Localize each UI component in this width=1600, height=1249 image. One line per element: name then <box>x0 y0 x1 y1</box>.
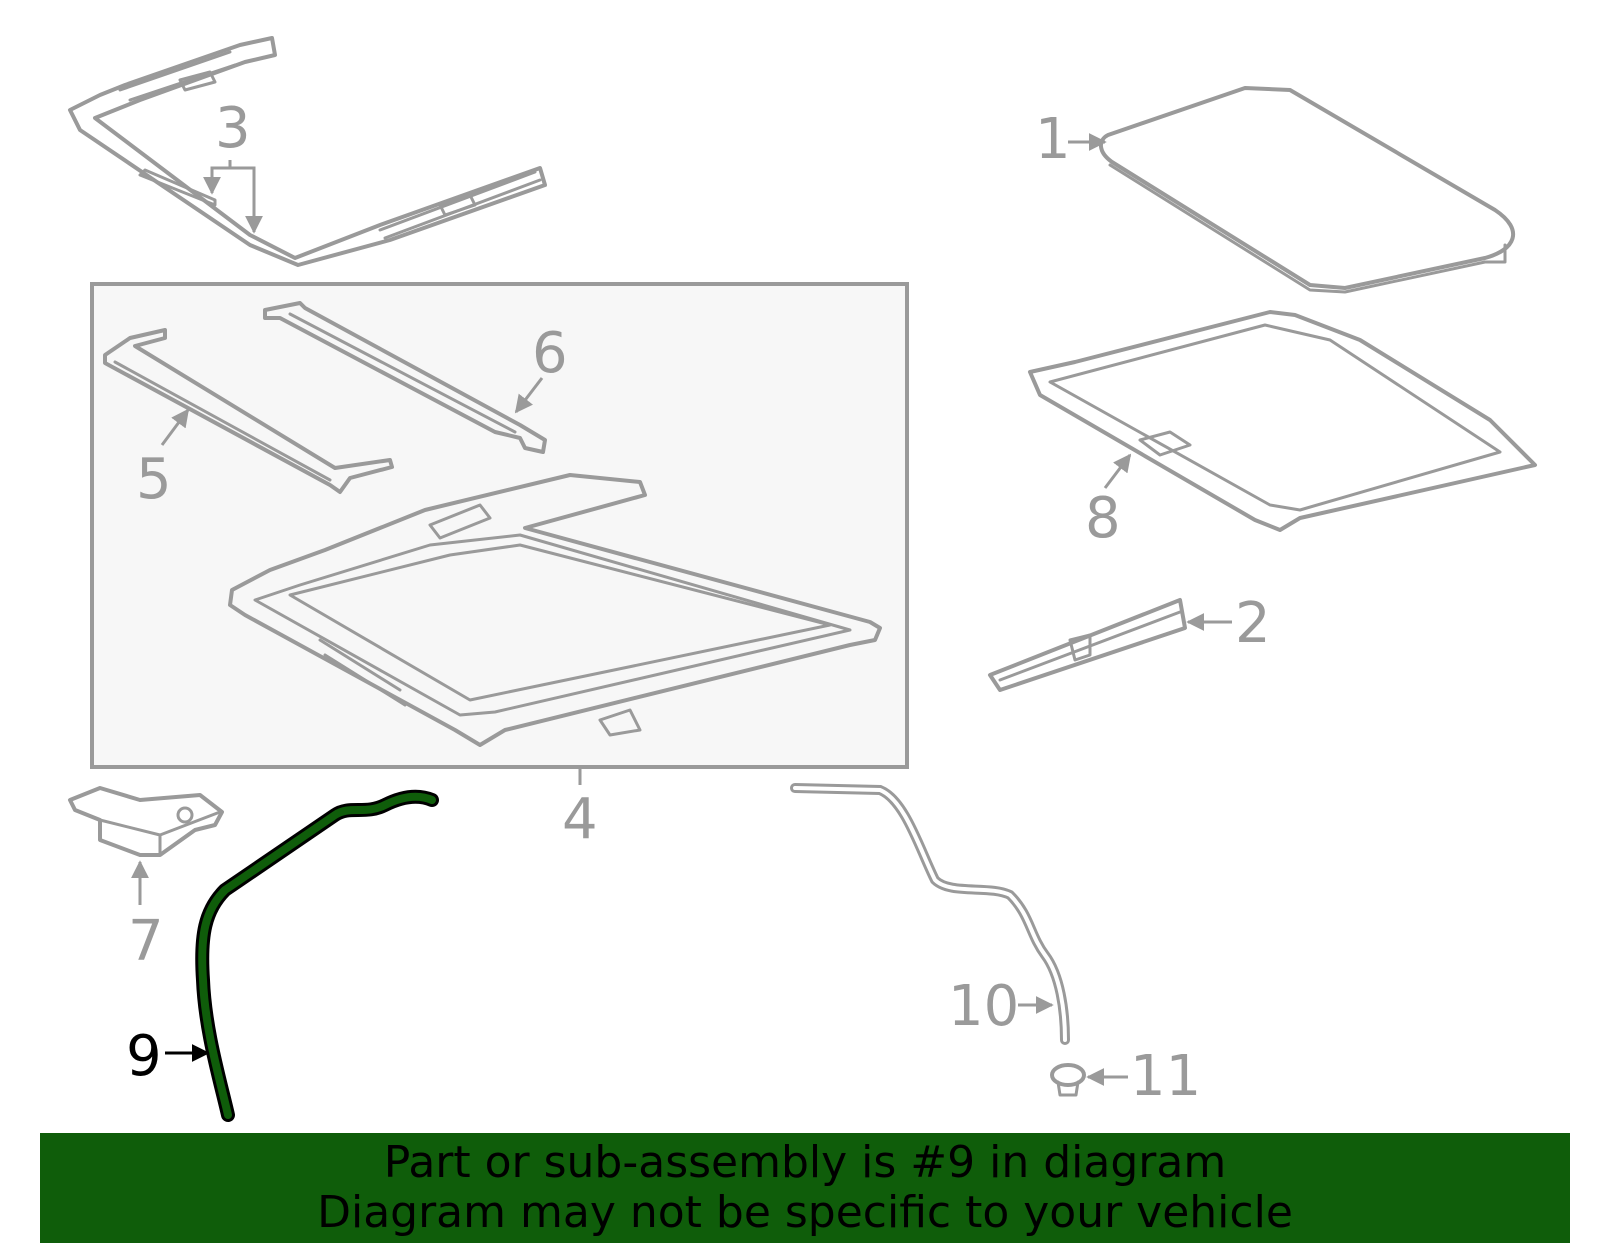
callout-9-group: 9 <box>126 1024 210 1089</box>
callout-8: 8 <box>1085 486 1121 551</box>
callout-3-group: 3 <box>203 96 263 234</box>
part-10-drain-hose <box>790 783 1070 1045</box>
callout-11: 11 <box>1130 1044 1201 1109</box>
callout-5: 5 <box>136 447 172 512</box>
callout-2-group: 2 <box>1186 591 1271 656</box>
callout-4-group: 4 <box>562 767 598 852</box>
callout-1: 1 <box>1035 107 1071 172</box>
callout-6: 6 <box>532 321 568 386</box>
callout-5-group: 5 <box>136 408 190 512</box>
sub-assembly-4-box <box>90 282 909 769</box>
callout-6-group: 6 <box>514 321 568 414</box>
callout-2: 2 <box>1235 591 1271 656</box>
part-3-rail-frame <box>68 36 547 267</box>
info-banner: Part or sub-assembly is #9 in diagram Di… <box>40 1133 1570 1243</box>
callout-8-group: 8 <box>1085 453 1132 551</box>
callout-4: 4 <box>562 787 598 852</box>
callout-3: 3 <box>215 96 251 161</box>
callout-10-group: 10 <box>948 974 1054 1039</box>
callout-10: 10 <box>948 974 1019 1039</box>
part-11-clip <box>1050 1063 1086 1097</box>
part-8-sunshade <box>1028 310 1537 532</box>
callout-1-group: 1 <box>1035 107 1107 172</box>
callout-11-group: 11 <box>1086 1044 1201 1109</box>
banner-line-2: Diagram may not be specific to your vehi… <box>317 1187 1293 1238</box>
callout-7-group: 7 <box>128 860 164 974</box>
banner-line-1: Part or sub-assembly is #9 in diagram <box>383 1137 1227 1188</box>
callout-7: 7 <box>128 909 164 974</box>
part-7-motor <box>68 786 224 857</box>
part-2-deflector <box>988 598 1187 692</box>
callout-9: 9 <box>126 1024 162 1089</box>
part-9-drain-hose <box>195 789 439 1122</box>
part-1-glass-panel <box>1099 86 1516 294</box>
